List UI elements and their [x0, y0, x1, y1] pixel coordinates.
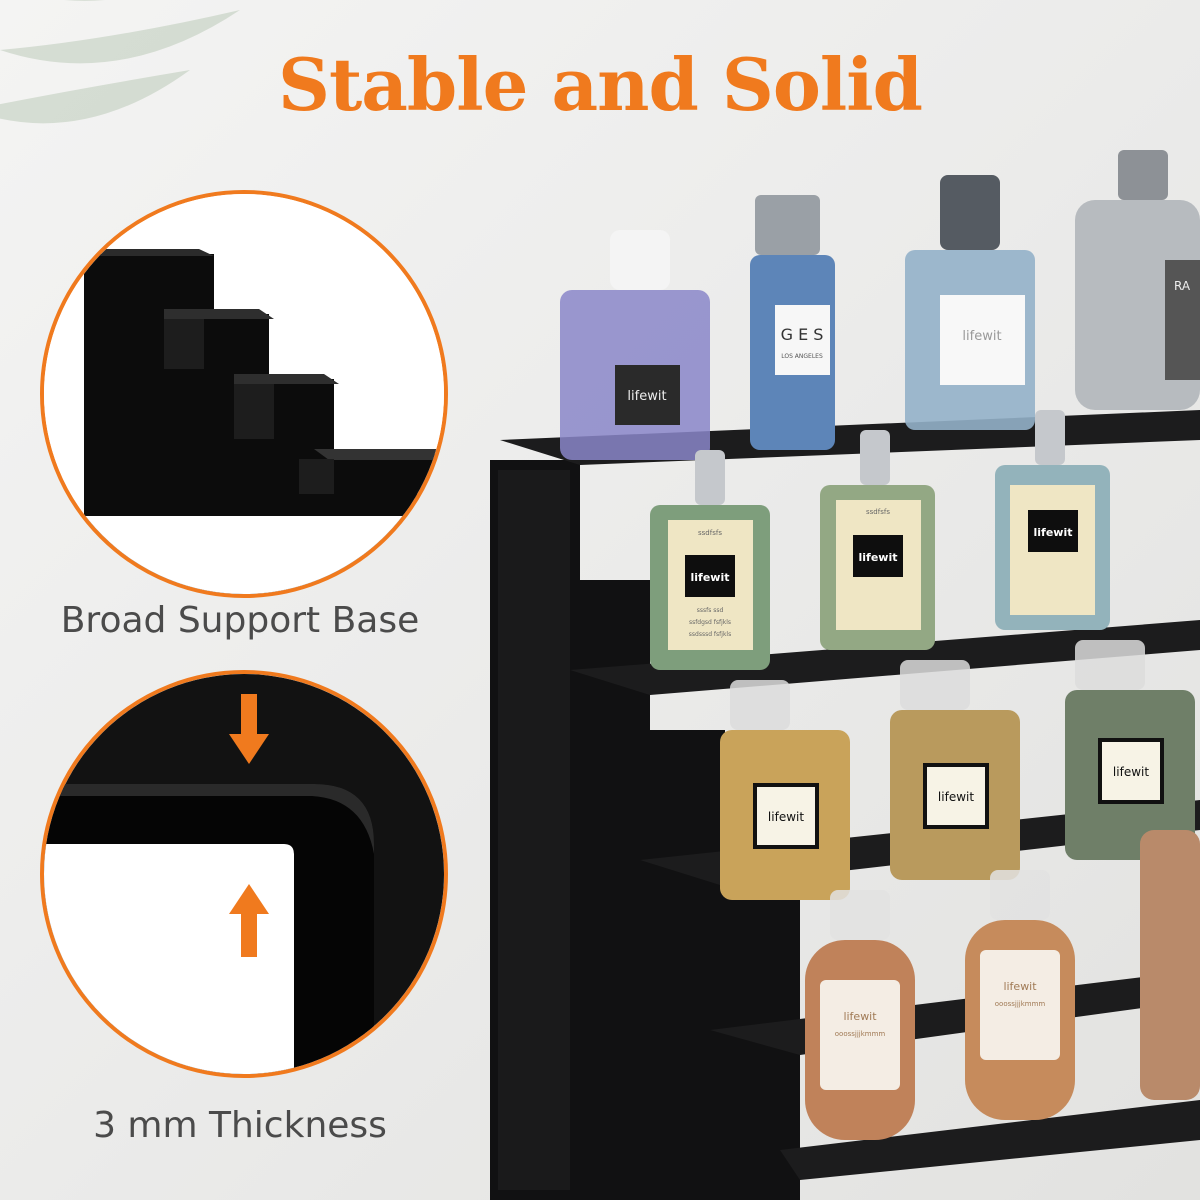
bottle-label-subtext: ssdfsfs: [866, 508, 890, 516]
amber-bottle-1: lifewit ooossjjjkmmm: [805, 890, 915, 1140]
bottle-label-subtext: sssfs ssd: [697, 607, 724, 614]
olive-bottle: lifewit: [1065, 640, 1195, 860]
bottle-label-subtext: ssfdgsd fsfjkls: [689, 619, 731, 626]
silver-bottle: RA: [1075, 150, 1200, 410]
bottle-label-subtext: LOS ANGELES: [781, 353, 823, 360]
thickness-closeup: [40, 670, 448, 1078]
bottle-label-text: lifewit: [1003, 980, 1037, 993]
stairs-closeup-icon: [44, 194, 444, 594]
bottle-label-text: lifewit: [859, 551, 898, 564]
gold-bottle-1: lifewit: [720, 680, 850, 900]
bottle-label-subtext: ssdfsfs: [698, 529, 722, 537]
bottle-label-text: lifewit: [691, 571, 730, 584]
bottle-label-subtext: ooossjjjkmmm: [995, 1000, 1046, 1008]
bottle-label-text: lifewit: [962, 329, 1001, 344]
arrow-up-icon: [229, 884, 269, 957]
broad-base-closeup: [40, 190, 448, 598]
gold-bottle-2: lifewit: [890, 660, 1020, 880]
green-bottle-2: lifewit ssdfsfs: [820, 430, 935, 650]
bottle-label-text: lifewit: [1113, 765, 1149, 779]
bottle-label-text: lifewit: [768, 810, 804, 824]
broad-support-base-caption: Broad Support Base: [60, 600, 420, 641]
bottle-label-text: lifewit: [843, 1010, 877, 1023]
bottle-label-subtext: ssdsssd fsfjkls: [689, 631, 731, 638]
bottle-label-text: lifewit: [627, 389, 666, 404]
corner-closeup-icon: [44, 674, 444, 1074]
amber-bottle-3: [1140, 830, 1200, 1100]
acrylic-riser-rack: lifewit G E S LOS ANGELES lifewit RA lif…: [490, 150, 1200, 1200]
amber-bottle-2: lifewit ooossjjjkmmm: [965, 870, 1075, 1120]
teal-bottle: lifewit: [995, 410, 1110, 630]
bottle-label-text: RA: [1174, 279, 1191, 293]
bottle-label-subtext: ooossjjjkmmm: [835, 1030, 886, 1038]
leaf-decoration: [0, 0, 240, 124]
purple-bottle: lifewit: [560, 230, 710, 460]
blue-bottle: G E S LOS ANGELES: [750, 195, 835, 450]
clear-blue-bottle: lifewit: [905, 175, 1035, 430]
bottle-label-text: G E S: [781, 325, 824, 344]
green-bottle-1: lifewit ssdfsfs sssfs ssd ssfdgsd fsfjkl…: [650, 450, 770, 670]
arrow-down-icon: [229, 694, 269, 764]
bottle-label-text: lifewit: [1034, 526, 1073, 539]
thickness-caption: 3 mm Thickness: [93, 1105, 387, 1146]
bottle-label-text: lifewit: [938, 790, 974, 804]
headline: Stable and Solid: [278, 42, 923, 127]
